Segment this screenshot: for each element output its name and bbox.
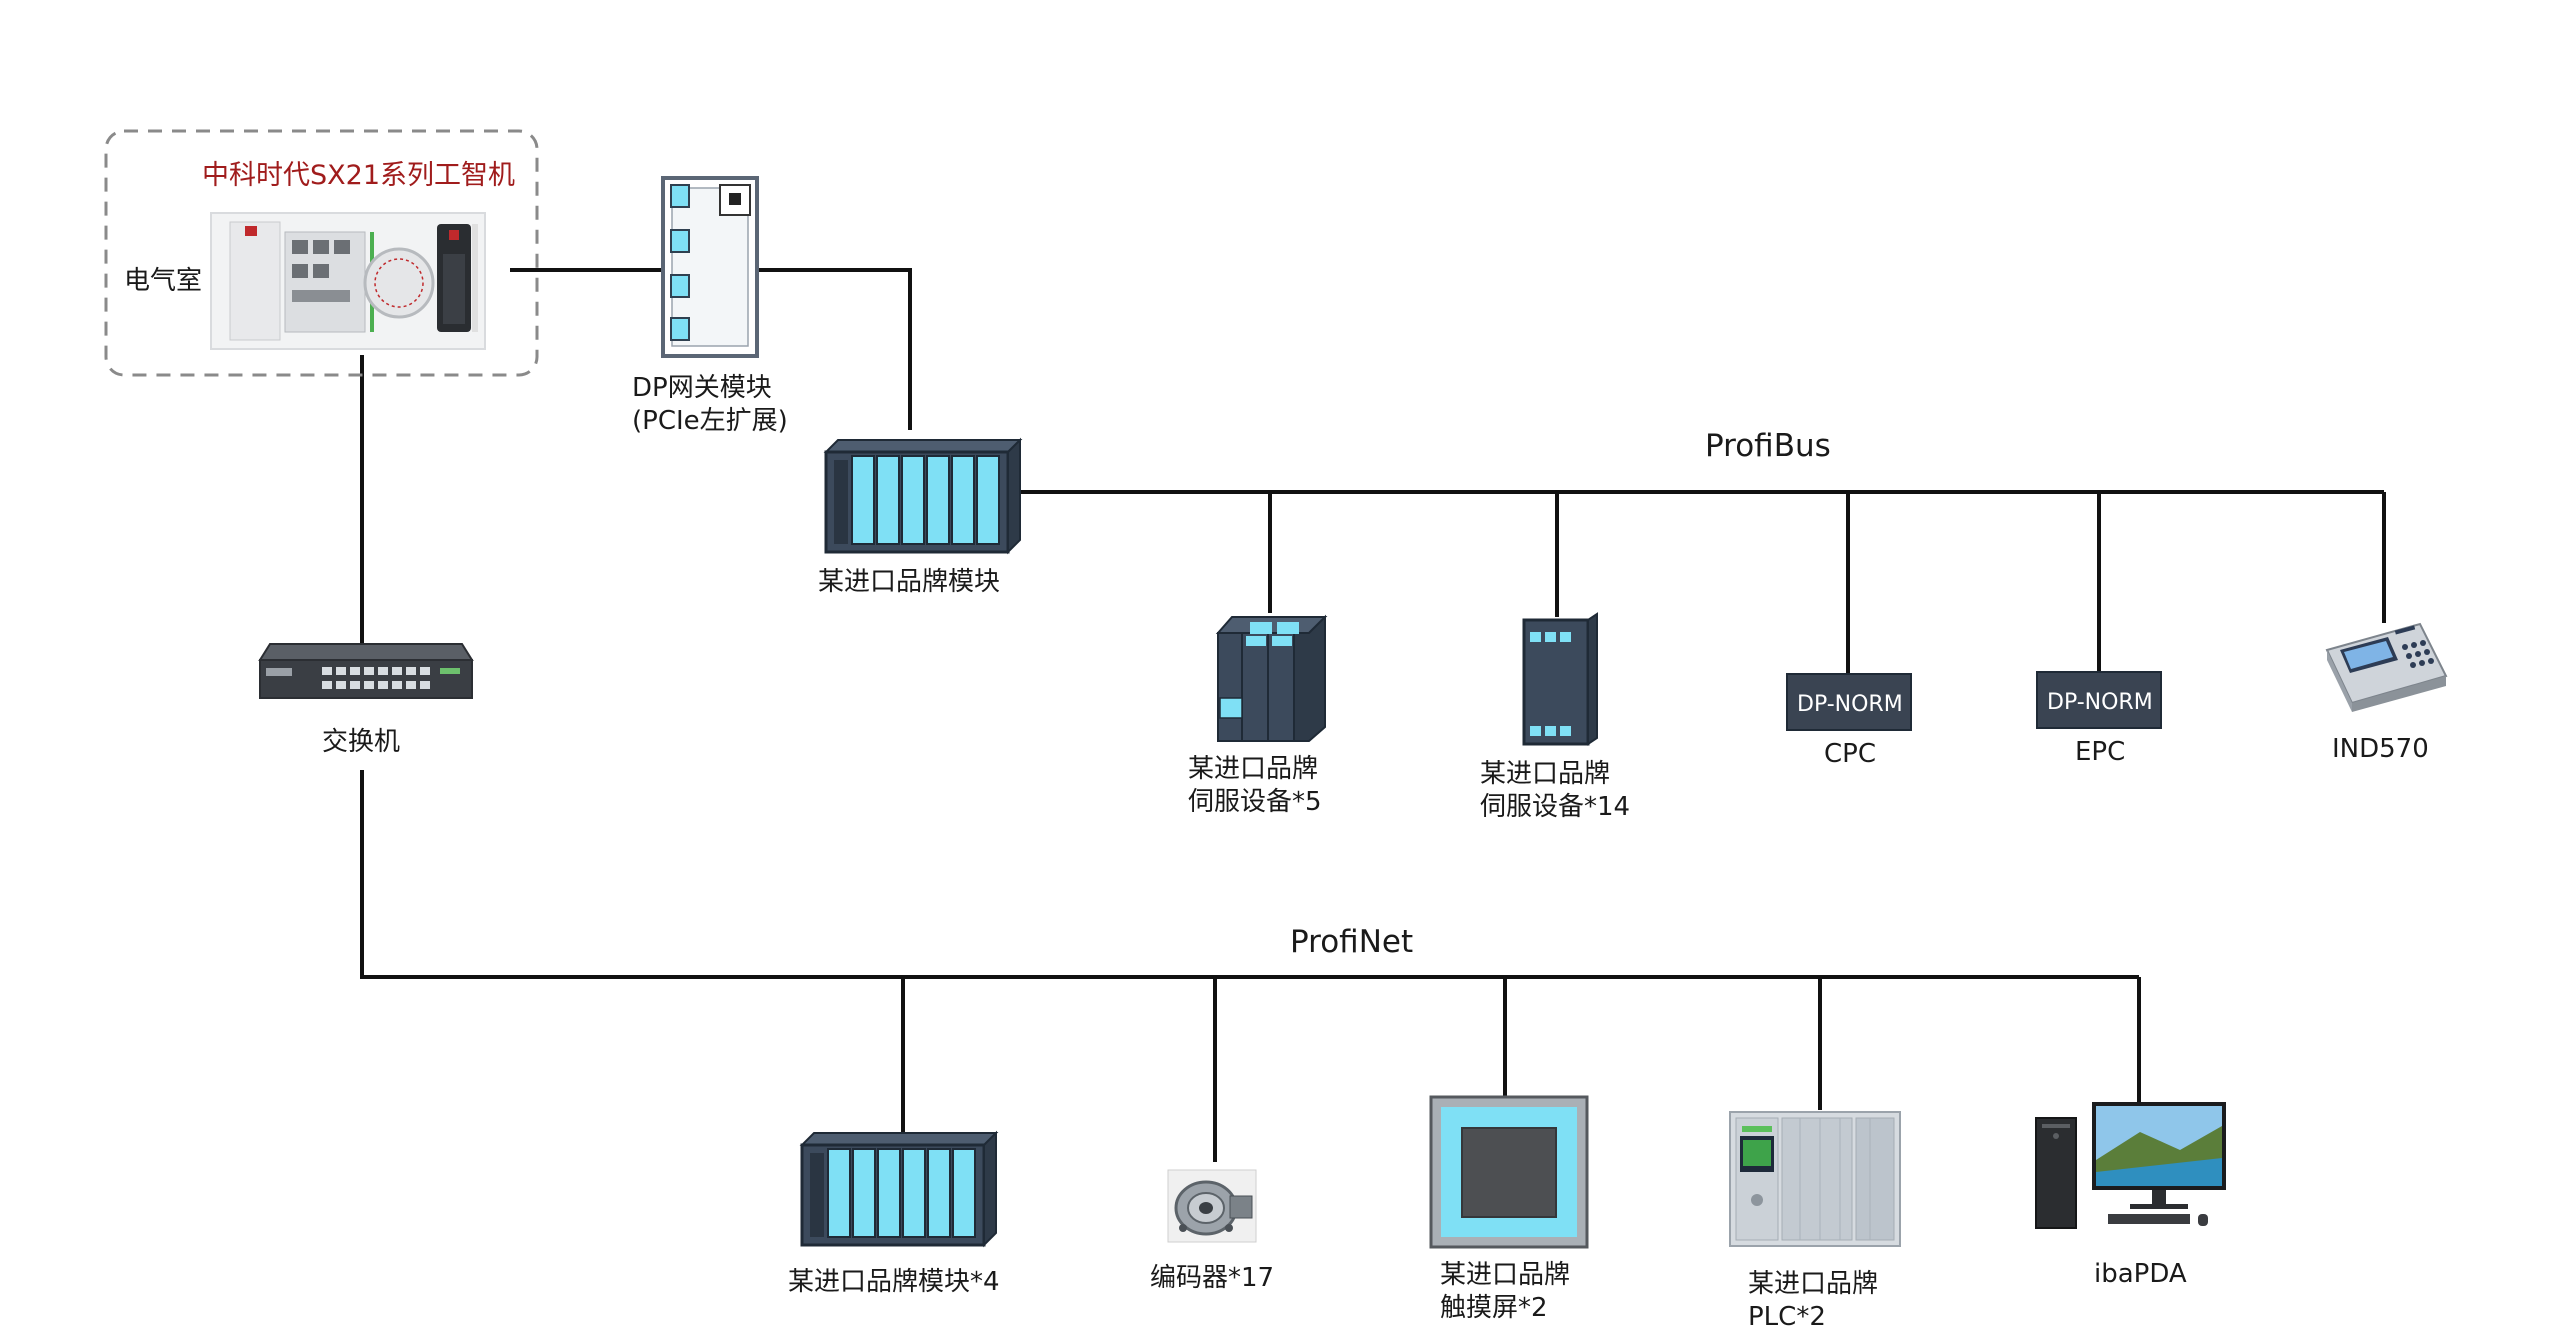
gateway-label-1: DP网关模块 bbox=[632, 373, 772, 403]
plc-icon bbox=[1729, 1111, 1901, 1247]
profibus-master-label: 某进口品牌模块 bbox=[818, 567, 1000, 597]
servo5-label-2: 伺服设备*5 bbox=[1188, 787, 1322, 817]
servo5-label-1: 某进口品牌 bbox=[1188, 754, 1318, 784]
gateway-label-2: (PCIe左扩展) bbox=[632, 406, 788, 436]
connection-lines bbox=[360, 268, 2386, 1162]
encoder-label: 编码器*17 bbox=[1150, 1263, 1274, 1293]
cpc-dp-norm-device: DP-NORM bbox=[1786, 673, 1912, 731]
hmi-label-1: 某进口品牌 bbox=[1440, 1260, 1570, 1290]
profibus-master-module bbox=[823, 437, 1023, 555]
cpc-label: CPC bbox=[1824, 739, 1876, 769]
wire-gateway-master bbox=[757, 268, 912, 430]
servo5-device bbox=[1215, 614, 1328, 742]
cpc-badge: DP-NORM bbox=[1797, 692, 1903, 717]
ind570-terminal-icon bbox=[2325, 622, 2448, 712]
module4-device bbox=[799, 1130, 999, 1248]
hmi-label-2: 触摸屏*2 bbox=[1440, 1293, 1548, 1323]
electrical-room-box: 中科时代SX21系列工智机 电气室 bbox=[104, 129, 539, 377]
plc-label-2: PLC*2 bbox=[1748, 1302, 1826, 1332]
ipc-device-icon bbox=[210, 212, 486, 350]
ibapda-label: ibaPDA bbox=[2094, 1259, 2187, 1289]
plc-label-1: 某进口品牌 bbox=[1748, 1269, 1878, 1299]
ind570-label: IND570 bbox=[2332, 734, 2429, 764]
module4-label: 某进口品牌模块*4 bbox=[788, 1267, 1000, 1297]
ipc-title: 中科时代SX21系列工智机 bbox=[202, 160, 515, 191]
servo14-label-2: 伺服设备*14 bbox=[1480, 792, 1630, 822]
switch-label: 交换机 bbox=[322, 727, 400, 757]
ibapda-computer-icon bbox=[2035, 1102, 2226, 1229]
hmi-touch-screen-icon bbox=[1429, 1095, 1589, 1249]
servo14-label-1: 某进口品牌 bbox=[1480, 759, 1610, 789]
epc-dp-norm-device: DP-NORM bbox=[2036, 671, 2162, 729]
profibus-label: ProfiBus bbox=[1705, 428, 1831, 464]
epc-badge: DP-NORM bbox=[2047, 690, 2153, 715]
servo14-device bbox=[1522, 612, 1598, 746]
network-switch-icon bbox=[258, 643, 474, 699]
encoder-icon bbox=[1167, 1169, 1257, 1243]
room-label: 电气室 bbox=[124, 266, 202, 296]
epc-label: EPC bbox=[2075, 737, 2125, 767]
profinet-label: ProfiNet bbox=[1290, 924, 1413, 960]
dp-gateway-module bbox=[661, 176, 759, 358]
